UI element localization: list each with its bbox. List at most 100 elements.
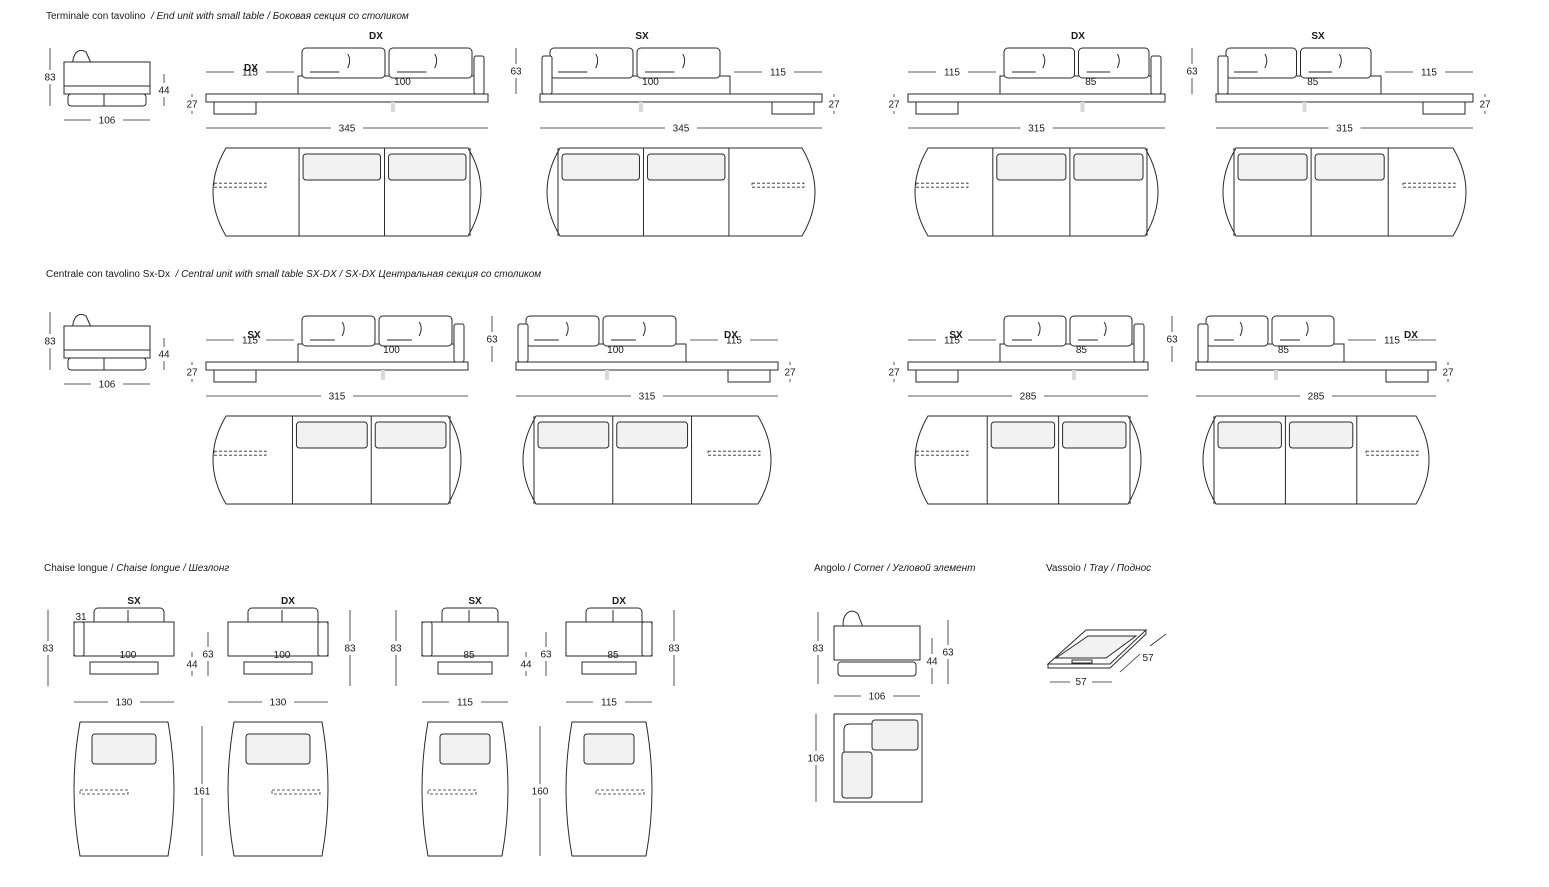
total-width-label: 115 [601,698,617,709]
armrest [73,621,85,657]
cushion-crease [1103,321,1107,337]
back-cushion [1271,315,1335,347]
depth-label: 106 [99,380,116,391]
back-height-label: 63 [510,67,522,78]
base-drawer [89,661,159,675]
table-width-label: 115 [726,336,742,347]
back-height-label: 63 [540,650,552,661]
back-cushion [549,47,634,79]
back-cushion [301,47,386,79]
table-hidden-line [1402,182,1456,188]
seat-height-label: 44 [926,657,938,668]
dimension-line [1119,653,1141,673]
leg-shadow [1302,102,1307,112]
arm-height-label: 27 [888,100,900,111]
height-total-label: 83 [44,337,56,348]
variant-tag: SX [247,330,261,341]
seat-block [63,325,151,359]
table-width-label: 115 [944,68,960,79]
leg-shadow [1274,370,1278,380]
section-title-central-unit: Centrale con tavolino Sx-Dx / Central un… [46,269,542,280]
leg-shadow [391,102,395,112]
armrest [1197,323,1209,363]
seat-width-label: 100 [607,345,624,356]
arm-height-label: 27 [1442,368,1454,379]
platform [205,93,489,103]
cushion-plan [841,751,873,799]
height-total-label: 83 [812,644,824,655]
seat-base [545,75,731,95]
corner-arm-line [843,723,872,752]
table-drawer [727,369,771,383]
length-label: 160 [532,787,549,798]
section-title-end-unit: Terminale con tavolino / End unit with s… [46,11,409,22]
back-cushion [1069,315,1133,347]
plan-view [914,415,1142,505]
table-hidden-line [213,450,267,456]
table-drawer [213,101,257,115]
cushion-plan [1062,421,1127,449]
section-title-corner: Angolo / Corner / Угловой элемент [814,563,976,574]
total-width-label: 130 [270,698,287,709]
cushion-plan [1288,421,1354,449]
cushion-plan [374,421,447,449]
variant-tag: DX [244,63,258,74]
cushion-plan [561,153,640,181]
cushion-crease [642,321,646,337]
variant-tag: SX [949,330,963,341]
armrest [473,55,485,95]
table-drawer [771,101,815,115]
arm-height-label: 27 [186,100,198,111]
seat-base [999,75,1160,95]
cushion-plan [1073,153,1144,181]
frame-rail [67,357,147,371]
seat-base [1201,343,1345,363]
leg-shadow [381,370,385,380]
table-hidden-line [213,182,267,188]
length-label: 161 [194,787,211,798]
cushion-plan [439,733,491,765]
height-total-label: 83 [668,644,680,655]
variant-tag: SX [635,31,649,42]
total-width-label: 285 [1308,392,1325,403]
back-cushion [1205,315,1269,347]
cushion-plan [295,421,368,449]
height-total-label: 83 [42,644,54,655]
back-height-label: 63 [1166,335,1178,346]
dimension-line [1149,633,1167,647]
leg-shadow [639,102,643,112]
seat-width-label: 85 [1278,345,1290,356]
seat-width-label: 85 [1085,77,1097,88]
table-hidden-line [915,182,969,188]
back-cushion [602,315,677,347]
armrest [317,621,329,657]
variant-tag: DX [1071,31,1085,42]
cushion-plan [1237,153,1308,181]
armrest [1133,323,1145,363]
cushion-crease [341,321,345,337]
table-hidden-line [271,789,321,795]
base-drawer [243,661,313,675]
seat-width-label: 100 [394,77,411,88]
cushion-plan [245,733,311,765]
table-hidden-line [427,789,477,795]
back-cushion [301,315,376,347]
seat-block [227,621,329,657]
back-cushion [525,315,600,347]
platform [539,93,823,103]
base-drawer [581,661,637,675]
seat-block [63,61,151,95]
section-title-chaise: Chaise longue / Chaise longue / Шезлонг [44,563,230,574]
total-width-label: 345 [673,124,690,135]
total-width-label: 315 [639,392,656,403]
plan-view [546,147,816,237]
back-cushion [388,47,473,79]
armrest [1150,55,1162,95]
